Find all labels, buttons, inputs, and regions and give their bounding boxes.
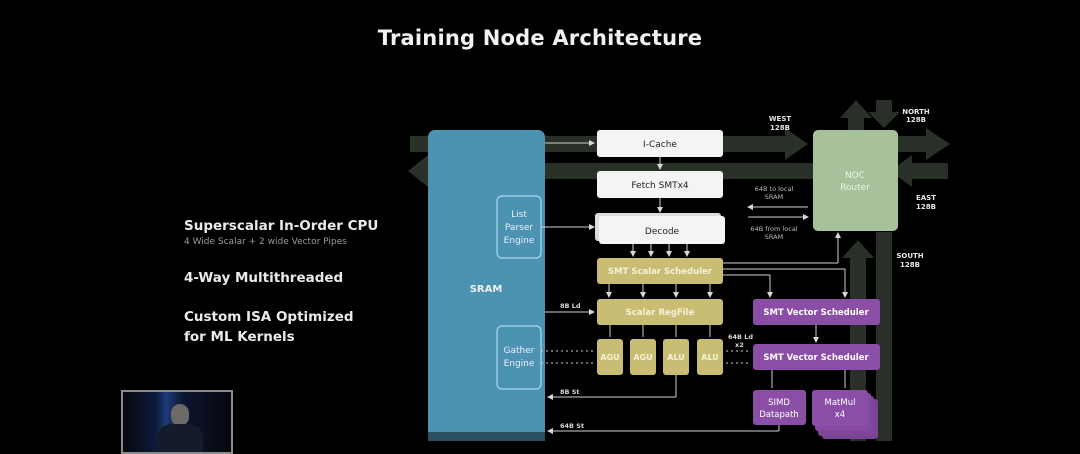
feature-superscalar-cpu-sub: 4 Wide Scalar + 2 wide Vector Pipes <box>184 237 347 247</box>
east-link-label: EAST <box>916 194 936 202</box>
smt-scalar-scheduler-block <box>597 258 723 284</box>
noc-router-block <box>813 130 898 231</box>
connectors <box>541 140 848 434</box>
east-bus-in-arrowhead <box>890 155 912 187</box>
from-local-sram-label-2: SRAM <box>765 233 783 241</box>
north-link-label: NORTH <box>902 108 930 116</box>
smt-vector-scheduler-1-label: SMT Vector Scheduler <box>763 308 869 318</box>
fetch-block <box>597 171 723 198</box>
from-local-sram-label-1: 64B from local <box>750 225 797 233</box>
west-link-width: 128B <box>770 124 790 132</box>
simd-datapath-label-1: SIMD <box>768 398 790 408</box>
west-bus-out-arrowhead <box>785 128 808 160</box>
agu-unit-1 <box>597 339 623 375</box>
west-link-label: WEST <box>769 115 792 123</box>
icache-label: I-Cache <box>643 140 677 150</box>
slide-title: Training Node Architecture <box>377 26 703 50</box>
matmul-label-1: MatMul <box>825 398 856 408</box>
south-link-label: SOUTH <box>896 252 923 260</box>
scalar-regfile-label: Scalar RegFile <box>626 308 695 318</box>
feature-custom-isa-line1: Custom ISA Optimized <box>184 309 354 325</box>
simd-datapath-block <box>753 390 806 425</box>
matmul-label-2: x4 <box>835 410 845 420</box>
decode-block <box>599 216 725 244</box>
agu-unit-1-label: AGU <box>600 353 619 362</box>
west-bus-in-arrowhead <box>408 155 428 187</box>
north-bus-in-arrowhead <box>868 112 900 128</box>
presenter-video-thumbnail <box>121 390 233 454</box>
sram-label: SRAM <box>470 284 503 295</box>
ld-64b-label: 64B Ld <box>728 333 753 341</box>
gather-engine-label-2: Engine <box>504 359 535 369</box>
agu-unit-2-label: AGU <box>633 353 652 362</box>
ld-8b-label: 8B Ld <box>560 302 581 310</box>
smt-scalar-scheduler-label: SMT Scalar Scheduler <box>608 267 713 277</box>
list-parser-engine-label-1: List <box>511 210 527 220</box>
execution-units: AGU AGU ALU ALU <box>597 339 723 375</box>
architecture-diagram: SRAM List Parser Engine Gather Engine I-… <box>408 100 950 441</box>
feature-custom-isa-line2: for ML Kernels <box>184 329 295 345</box>
scalar-regfile-block <box>597 299 723 325</box>
north-bus-in <box>876 100 892 112</box>
presenter-head <box>171 404 189 426</box>
agu-unit-2 <box>630 339 656 375</box>
gather-engine-label-1: Gather <box>504 346 535 356</box>
matmul-stack: MatMul x4 <box>812 390 878 439</box>
alu-unit-1-label: ALU <box>667 353 685 362</box>
ld-64b-count: x2 <box>735 341 744 349</box>
sram-base <box>428 432 545 441</box>
north-link-width: 128B <box>906 116 926 124</box>
fetch-label: Fetch SMTx4 <box>631 181 689 191</box>
north-bus-out-arrowhead <box>840 100 872 118</box>
smt-vector-scheduler-1-block <box>753 299 880 325</box>
to-local-sram-label-2: SRAM <box>765 193 783 201</box>
st-64b-label: 64B St <box>560 422 584 430</box>
smt-vector-scheduler-2-block <box>753 344 880 370</box>
feature-superscalar-cpu: Superscalar In-Order CPU <box>184 218 379 234</box>
to-local-sram-label-1: 64B to local <box>755 185 794 193</box>
noc-router-label-2: Router <box>840 183 870 193</box>
alu-unit-1 <box>663 339 689 375</box>
gather-engine-block <box>496 325 542 390</box>
east-bus-out-arrowhead <box>926 128 950 160</box>
st-8b-label: 8B St <box>560 388 580 396</box>
east-bus-out <box>898 136 926 152</box>
dashed-connectors <box>541 350 750 364</box>
sram-block <box>428 130 545 441</box>
list-parser-engine-label-3: Engine <box>504 236 535 246</box>
icache-block <box>597 130 723 157</box>
south-bus-in-arrowhead <box>842 240 874 258</box>
east-bus-in <box>912 163 948 179</box>
north-bus-out <box>848 118 864 132</box>
alu-unit-2-label: ALU <box>701 353 719 362</box>
alu-unit-2 <box>697 339 723 375</box>
south-bus-out <box>876 232 892 441</box>
list-parser-engine-label-2: Parser <box>505 223 533 233</box>
east-link-width: 128B <box>916 203 936 211</box>
feature-multithreaded: 4-Way Multithreaded <box>184 270 344 286</box>
simd-datapath-label-2: Datapath <box>759 410 799 420</box>
noc-router-label-1: NOC <box>845 171 865 181</box>
presenter-body <box>157 424 203 452</box>
smt-vector-scheduler-2-label: SMT Vector Scheduler <box>763 353 869 363</box>
matmul-block <box>812 390 868 426</box>
decode-label: Decode <box>645 227 680 237</box>
south-link-width: 128B <box>900 261 920 269</box>
